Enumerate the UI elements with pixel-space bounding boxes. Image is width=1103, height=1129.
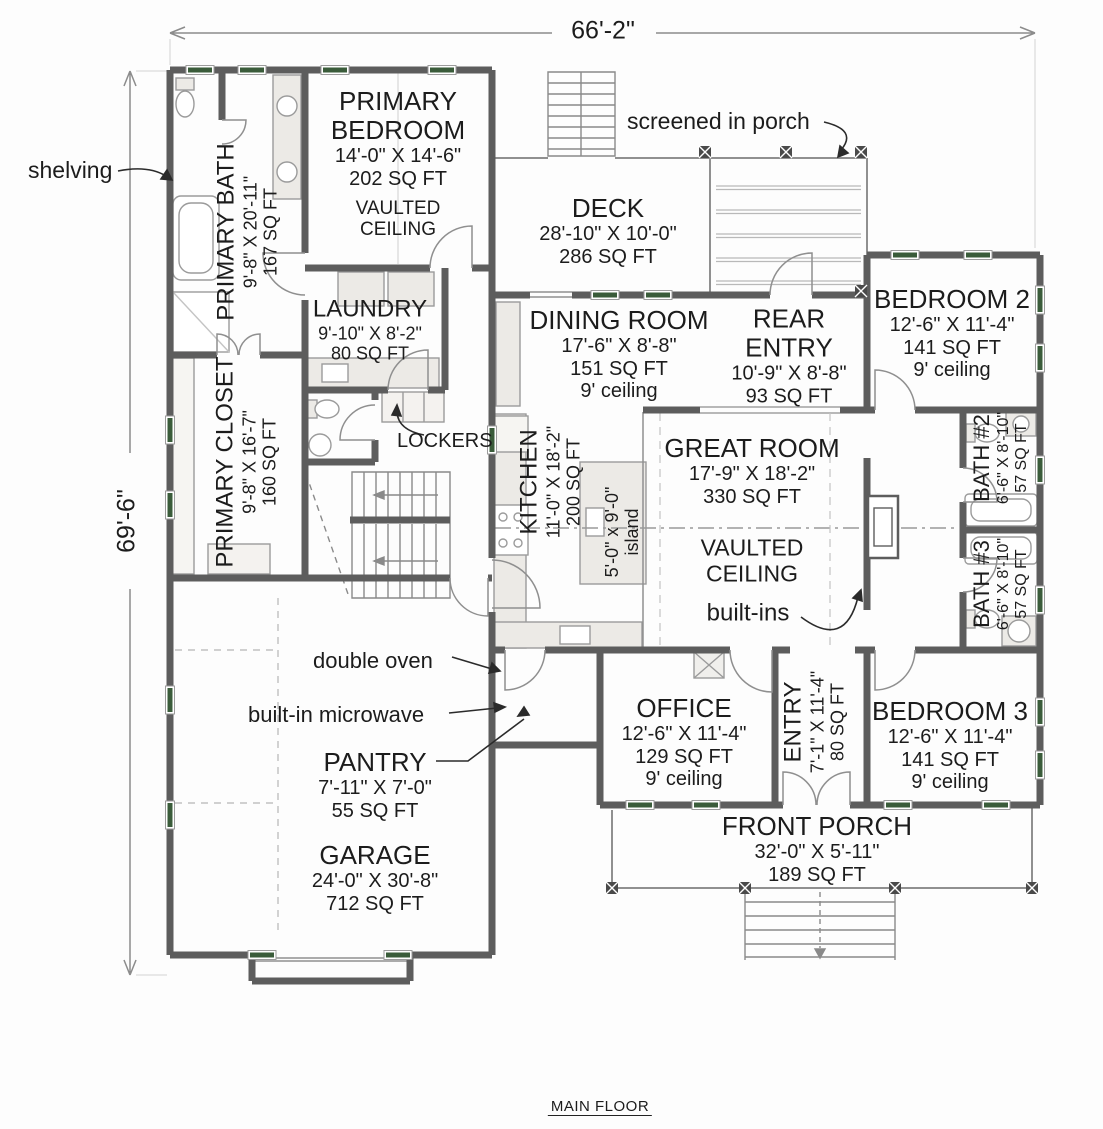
dining-cabinet	[495, 301, 521, 407]
doors	[216, 119, 998, 806]
leader-arrows	[117, 121, 863, 762]
range-icon	[493, 504, 529, 556]
railings	[252, 157, 1033, 962]
kitchen-sink-icon	[559, 625, 591, 645]
room-label-laundry: LAUNDRY 9'-10" X 8'-2" 80 SQ FT	[312, 295, 428, 364]
porch-steps	[744, 888, 896, 960]
page-title: MAIN FLOOR	[547, 1098, 653, 1116]
room-label-bedroom-2: BEDROOM 2 12'-6" X 11'-4" 141 SQ FT 9' c…	[873, 283, 1031, 381]
great-room-builtins-note: built-ins	[706, 599, 790, 627]
room-label-entry: ENTRY 7'-1" X 11'-4" 80 SQ FT	[779, 670, 848, 774]
stairs-deck	[547, 71, 616, 157]
room-label-front-porch: FRONT PORCH 32'-0" X 5'-11" 189 SQ FT	[721, 811, 913, 886]
lockers-bench	[381, 391, 445, 423]
dimension-lines	[123, 26, 1036, 976]
island-sink-icon	[585, 507, 605, 537]
porch-posts	[605, 145, 1039, 895]
room-label-primary-closet: PRIMARY CLOSET 9'-8" X 16'-7" 160 SQ FT	[211, 356, 280, 568]
bath2-sink-icon	[1012, 415, 1030, 433]
dimension-width: 66'-2"	[571, 16, 635, 45]
room-label-kitchen: KITCHEN 11'-0" X 18'-2" 200 SQ FT	[515, 425, 584, 539]
room-label-primary-bedroom: PRIMARY BEDROOM 14'-0" X 14'-6" 202 SQ F…	[330, 86, 466, 241]
annotation-shelving: shelving	[28, 157, 113, 183]
room-label-pantry: PANTRY 7'-11" X 7'-0" 55 SQ FT	[318, 747, 432, 822]
laundry-sink-icon	[321, 363, 349, 383]
stairs-interior	[305, 471, 451, 599]
toilet-icon	[175, 77, 195, 91]
room-label-rear-entry: REAR ENTRY 10'-9" X 8'-8" 93 SQ FT	[731, 303, 847, 408]
room-label-bedroom-3: BEDROOM 3 12'-6" X 11'-4" 141 SQ FT 9' c…	[871, 695, 1029, 793]
room-label-primary-bath: PRIMARY BATH 9'-8" X 20'-11" 167 SQ FT	[212, 143, 281, 321]
annotation-double-oven: double oven	[313, 648, 433, 673]
washer-icon	[337, 271, 385, 307]
room-label-bath-3: BATH #3 6'-6" X 8'-10" 57 SQ FT	[968, 537, 1030, 631]
island-label: 5'-0" x 9'-0" island	[601, 486, 642, 578]
bath3-sink-icon	[1007, 619, 1031, 643]
dimension-height: 69'-6"	[112, 489, 141, 553]
room-label-office: OFFICE 12'-6" X 11'-4" 129 SQ FT 9' ceil…	[621, 692, 747, 790]
fixtures	[171, 74, 1038, 679]
dryer-icon	[387, 271, 435, 307]
windows	[165, 65, 1045, 960]
room-label-deck: DECK 28'-10" X 10'-0" 286 SQ FT	[539, 193, 677, 268]
room-label-dining-room: DINING ROOM 17'-6" X 8'-8" 151 SQ FT 9' …	[529, 304, 709, 402]
great-room-vaulted-note: VAULTED CEILING	[700, 534, 804, 586]
room-label-bath-2: BATH #2 6'-6" X 8'-10" 57 SQ FT	[968, 411, 1030, 505]
annotation-built-in-microwave: built-in microwave	[248, 702, 425, 727]
room-label-garage: GARAGE 24'-0" X 30'-8" 712 SQ FT	[311, 840, 439, 915]
closet-shelving	[171, 357, 195, 575]
powder-sink-icon	[308, 433, 332, 457]
room-label-great-room: GREAT ROOM 17'-9" X 18'-2" 330 SQ FT	[664, 433, 840, 508]
annotation-lockers: LOCKERS	[397, 430, 493, 452]
fireplace-builtins	[866, 494, 900, 560]
fridge-icon	[493, 415, 529, 453]
annotation-screened-porch: screened in porch	[627, 108, 810, 134]
